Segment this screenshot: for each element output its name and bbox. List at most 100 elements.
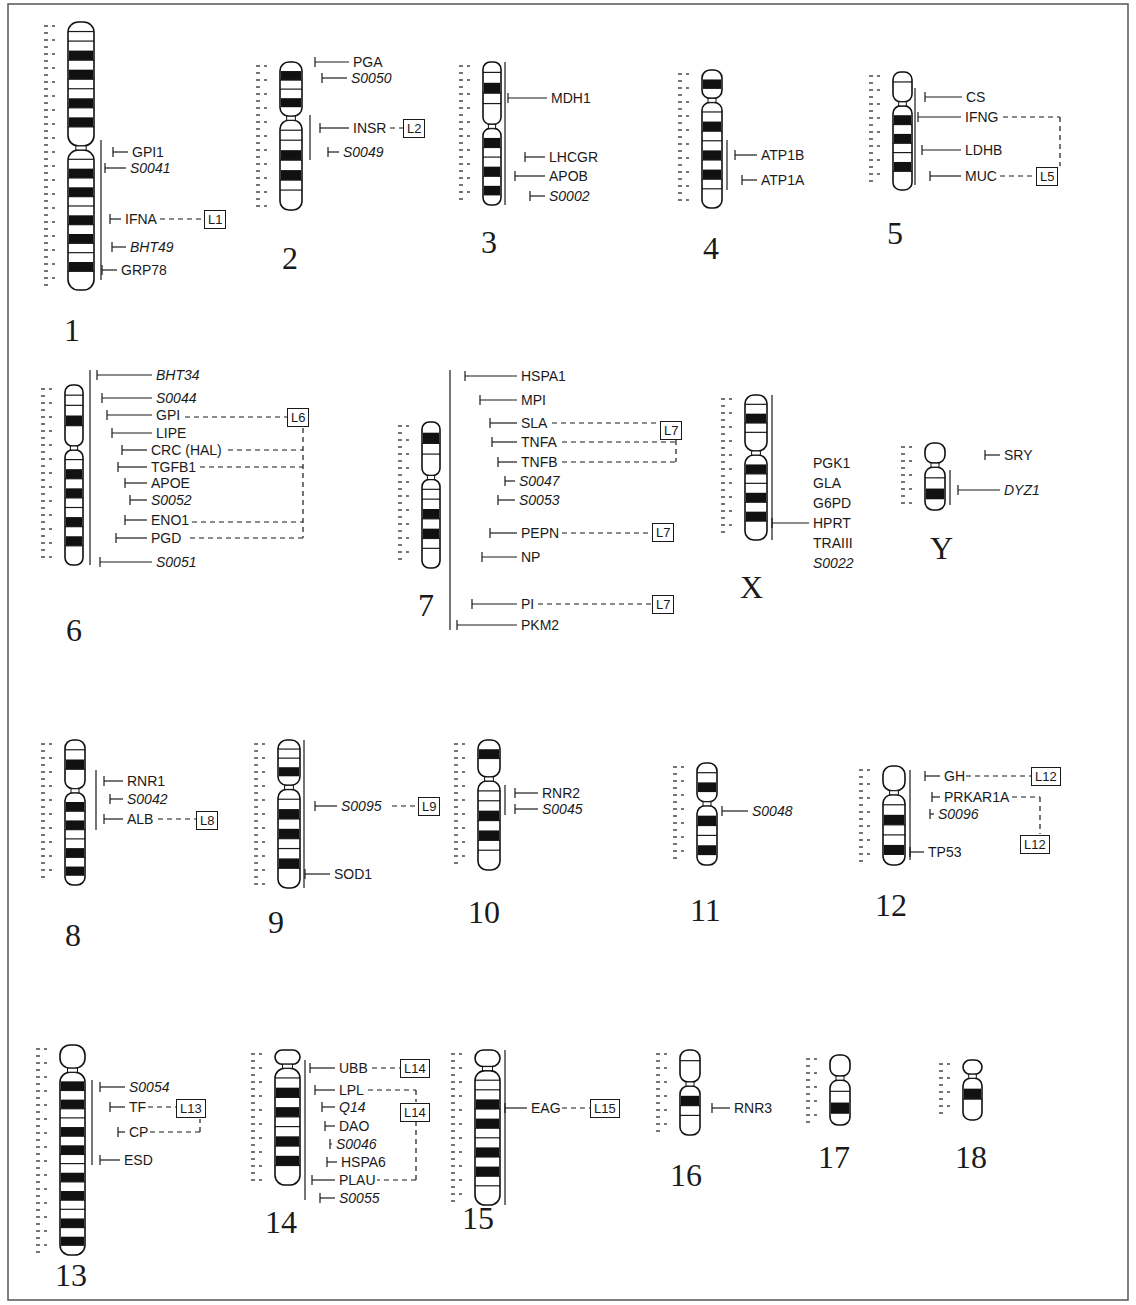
band-tick: [869, 117, 873, 118]
chromosome-arm: [745, 455, 767, 540]
band-tick: [859, 811, 863, 812]
band-tick: [859, 839, 863, 840]
leader-tick: [504, 1103, 505, 1113]
band-tick: [678, 150, 682, 151]
leader-line: [722, 810, 748, 811]
locus-label: HPRT: [812, 515, 852, 531]
band-tick: [454, 771, 458, 772]
leader-line: [320, 127, 349, 128]
chromosome-band: [61, 1081, 84, 1090]
band-line: [745, 473, 767, 474]
chromosome-arm: [280, 120, 302, 210]
locus-label: LHCGR: [548, 149, 599, 165]
chromosome-band: [479, 830, 499, 840]
chromosome-arm: [68, 22, 94, 146]
band-tick: [52, 67, 55, 68]
band-tick: [36, 1160, 40, 1161]
locus-label: CRC (HAL): [150, 442, 223, 458]
band-tick: [36, 1195, 40, 1196]
band-line: [275, 1165, 300, 1166]
band-tick: [36, 1230, 40, 1231]
band-tick: [41, 416, 45, 417]
leader-tick: [771, 518, 772, 528]
linkage-dashed-line: [302, 428, 303, 538]
locus-label: SOD1: [333, 866, 373, 882]
band-line: [275, 1116, 300, 1117]
band-tick: [459, 1081, 462, 1082]
band-tick: [41, 757, 45, 758]
band-tick: [451, 1151, 455, 1152]
linkage-dashed-line: [1039, 797, 1040, 834]
band-tick: [406, 551, 409, 552]
band-tick: [877, 75, 880, 76]
band-tick: [52, 39, 55, 40]
centromere: [283, 1064, 293, 1068]
band-tick: [869, 138, 873, 139]
locus-label: PKM2: [520, 617, 560, 633]
linkage-dashed-line: [552, 422, 660, 423]
band-line: [280, 189, 302, 190]
leader-tick: [117, 462, 118, 472]
band-tick: [939, 1091, 943, 1092]
leader-tick: [96, 370, 97, 380]
band-tick: [673, 836, 677, 837]
band-tick: [44, 221, 48, 222]
chromosome-band: [279, 809, 299, 819]
band-line: [478, 790, 500, 791]
band-tick: [454, 764, 458, 765]
chromosome-arm: [893, 106, 912, 190]
band-tick: [41, 876, 45, 877]
chromosome-arm: [60, 1072, 85, 1255]
band-line: [68, 79, 94, 80]
band-tick: [459, 107, 463, 108]
chromosome-arm: [483, 62, 501, 124]
leader-tick: [921, 145, 922, 155]
leader-tick: [101, 393, 102, 403]
band-tick: [656, 1123, 660, 1124]
band-line: [278, 818, 300, 819]
band-tick: [673, 822, 677, 823]
band-tick: [459, 191, 463, 192]
band-tick: [406, 453, 409, 454]
band-tick: [44, 284, 48, 285]
band-tick: [49, 757, 52, 758]
band-tick: [869, 96, 873, 97]
band-tick: [262, 771, 265, 772]
band-tick: [36, 1111, 40, 1112]
leader-tick: [111, 428, 112, 438]
locus-label: GH: [943, 768, 966, 784]
band-tick: [729, 412, 732, 413]
band-tick: [44, 1132, 47, 1133]
band-tick: [44, 207, 48, 208]
band-tick: [398, 425, 402, 426]
centromere: [969, 1074, 977, 1078]
band-tick: [459, 72, 463, 73]
band-line: [65, 507, 83, 508]
band-line: [745, 422, 767, 423]
leader-tick: [507, 93, 508, 103]
leader-line: [925, 775, 940, 776]
band-line: [478, 758, 500, 759]
band-tick: [36, 1097, 40, 1098]
band-line: [60, 1108, 85, 1109]
band-tick: [41, 542, 45, 543]
band-line: [702, 179, 722, 180]
leader-tick: [311, 1175, 312, 1185]
band-tick: [459, 1109, 462, 1110]
band-tick: [656, 1074, 660, 1075]
band-tick: [947, 1077, 950, 1078]
band-tick: [462, 855, 465, 856]
leader-line: [505, 1107, 527, 1108]
band-line: [280, 179, 302, 180]
band-tick: [41, 500, 45, 501]
band-tick: [44, 32, 48, 33]
bracket-line: [504, 62, 505, 205]
leader-line: [312, 1179, 335, 1180]
band-tick: [254, 778, 258, 779]
chromosome-band: [69, 98, 93, 108]
band-tick: [36, 1216, 40, 1217]
chromosome-arm: [65, 793, 85, 885]
band-tick: [681, 850, 684, 851]
band-tick: [41, 792, 45, 793]
